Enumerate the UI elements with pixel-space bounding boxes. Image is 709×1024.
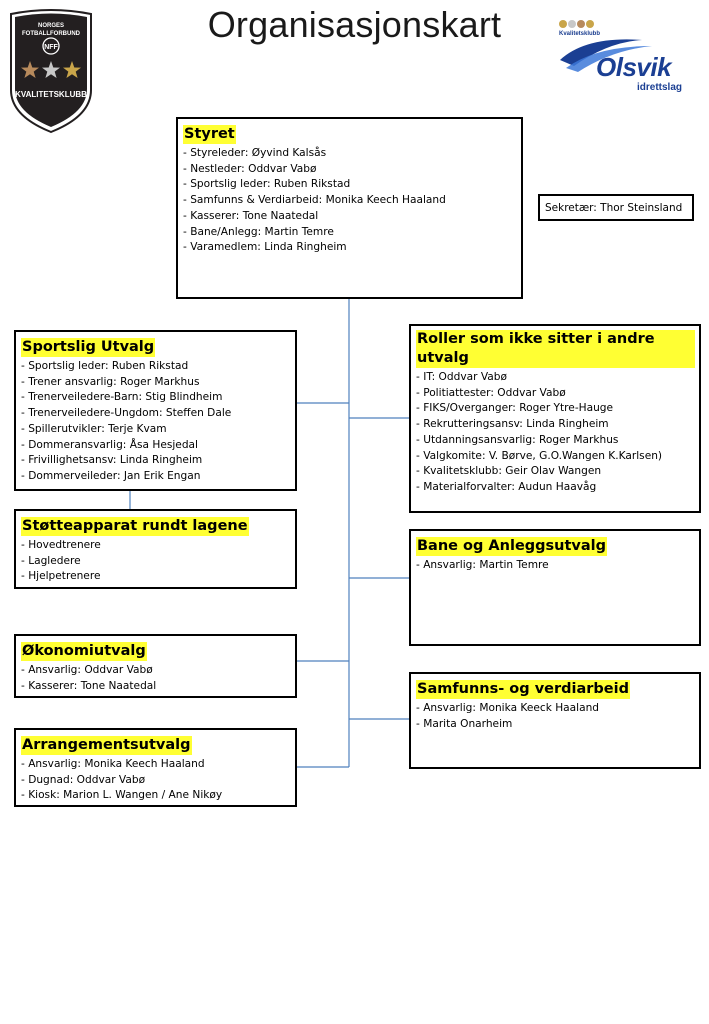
badge-monogram: NFF bbox=[44, 44, 58, 51]
list-item: - Lagledere bbox=[21, 554, 81, 567]
bane-anleggsutvalg-title: Bane og Anleggsutvalg bbox=[416, 537, 608, 556]
stotteapparat-list: - Hovedtrenere - Lagledere - Hjelpetrene… bbox=[21, 538, 291, 585]
roller-title: Roller som ikke sitter i andre utvalg bbox=[416, 330, 695, 368]
list-item: - Nestleder: Oddvar Vabø bbox=[183, 162, 317, 175]
list-item: - Dugnad: Oddvar Vabø bbox=[21, 773, 146, 786]
list-item: - Kasserer: Tone Naatedal bbox=[183, 209, 319, 222]
olsvik-name: Olsvik bbox=[596, 52, 672, 82]
okonomiutvalg-list: - Ansvarlig: Oddvar Vabø - Kasserer: Ton… bbox=[21, 663, 291, 694]
list-item: - Utdanningsansvarlig: Roger Markhus bbox=[416, 433, 619, 446]
list-item: - Trener ansvarlig: Roger Markhus bbox=[21, 375, 200, 388]
list-item: - Hjelpetrenere bbox=[21, 570, 101, 583]
list-item: - Frivillighetsansv: Linda Ringheim bbox=[21, 454, 203, 467]
list-item: - Ansvarlig: Oddvar Vabø bbox=[21, 664, 153, 676]
list-item: - Dommeransvarlig: Åsa Hesjedal bbox=[21, 438, 198, 451]
roller-box: Roller som ikke sitter i andre utvalg - … bbox=[409, 324, 701, 513]
list-item: - Materialforvalter: Audun Haavåg bbox=[416, 480, 597, 493]
styret-box: Styret - Styreleder: Øyvind Kalsås - Nes… bbox=[176, 117, 523, 299]
bane-anleggsutvalg-box: Bane og Anleggsutvalg - Ansvarlig: Marti… bbox=[409, 529, 701, 646]
kk-star-icon-3 bbox=[577, 20, 585, 28]
badge-top-line2: FOTBALLFORBUND bbox=[22, 31, 81, 37]
styret-member-list: - Styreleder: Øyvind Kalsås - Nestleder:… bbox=[183, 146, 517, 256]
samfunn-verdiarbeid-box: Samfunns- og verdiarbeid - Ansvarlig: Mo… bbox=[409, 672, 701, 769]
olsvik-logo bbox=[559, 20, 652, 72]
list-item: - Kvalitetsklubb: Geir Olav Wangen bbox=[416, 465, 602, 478]
list-item: - Ansvarlig: Martin Temre bbox=[416, 559, 549, 571]
kvalitetsklubb-small-label: Kvalitetsklubb bbox=[559, 31, 601, 37]
star-gold-icon bbox=[63, 61, 81, 78]
star-silver-icon bbox=[42, 61, 60, 78]
list-item: - Ansvarlig: Monika Keeck Haaland bbox=[416, 702, 600, 714]
nff-kvalitetsklubb-badge: NORGES FOTBALLFORBUND NFF KVALITETSKLUBB bbox=[10, 9, 92, 134]
arrangementsutvalg-box: Arrangementsutvalg - Ansvarlig: Monika K… bbox=[14, 728, 297, 807]
list-item: - Dommerveileder: Jan Erik Engan bbox=[21, 469, 201, 482]
sportslig-utvalg-list: - Sportslig leder: Ruben Rikstad - Trene… bbox=[21, 359, 291, 485]
okonomiutvalg-title: Økonomiutvalg bbox=[21, 642, 147, 661]
list-item: - Sportslig leder: Ruben Rikstad bbox=[21, 360, 189, 372]
nff-monogram-icon bbox=[42, 37, 60, 55]
list-item: - Ansvarlig: Monika Keech Haaland bbox=[21, 758, 205, 770]
kk-star-icon-4 bbox=[586, 20, 594, 28]
list-item: - Politiattester: Oddvar Vabø bbox=[416, 386, 566, 399]
list-item: - IT: Oddvar Vabø bbox=[416, 371, 507, 383]
badge-bottom-text: KVALITETSKLUBB bbox=[15, 90, 87, 99]
list-item: - Trenerveiledere-Ungdom: Steffen Dale bbox=[21, 407, 232, 420]
list-item: - Hovedtrenere bbox=[21, 539, 101, 551]
bane-anleggsutvalg-list: - Ansvarlig: Martin Temre bbox=[416, 558, 695, 574]
styret-title: Styret bbox=[183, 125, 236, 144]
olsvik-subtitle: idrettslag bbox=[637, 82, 683, 93]
sportslig-utvalg-title: Sportslig Utvalg bbox=[21, 338, 156, 357]
list-item: - Kasserer: Tone Naatedal bbox=[21, 679, 157, 692]
list-item: - Samfunns & Verdiarbeid: Monika Keech H… bbox=[183, 194, 446, 207]
list-item: - FIKS/Overganger: Roger Ytre-Hauge bbox=[416, 402, 614, 415]
list-item: - Styreleder: Øyvind Kalsås bbox=[183, 147, 327, 159]
arrangementsutvalg-list: - Ansvarlig: Monika Keech Haaland - Dugn… bbox=[21, 757, 291, 804]
samfunn-verdiarbeid-list: - Ansvarlig: Monika Keeck Haaland - Mari… bbox=[416, 701, 695, 732]
stotteapparat-box: Støtteapparat rundt lagene - Hovedtrener… bbox=[14, 509, 297, 589]
sportslig-utvalg-box: Sportslig Utvalg - Sportslig leder: Rube… bbox=[14, 330, 297, 491]
okonomiutvalg-box: Økonomiutvalg - Ansvarlig: Oddvar Vabø -… bbox=[14, 634, 297, 698]
list-item: - Kiosk: Marion L. Wangen / Ane Nikøy bbox=[21, 789, 223, 802]
list-item: - Valgkomite: V. Børve, G.O.Wangen K.Kar… bbox=[416, 449, 663, 462]
list-item: - Marita Onarheim bbox=[416, 717, 513, 730]
list-item: - Varamedlem: Linda Ringheim bbox=[183, 241, 347, 254]
badge-top-line1: NORGES bbox=[38, 23, 64, 29]
list-item: - Sportslig leder: Ruben Rikstad bbox=[183, 178, 351, 191]
kk-star-icon-2 bbox=[568, 20, 576, 28]
samfunn-verdiarbeid-title: Samfunns- og verdiarbeid bbox=[416, 680, 630, 699]
kk-star-icon-1 bbox=[559, 20, 567, 28]
list-item: - Trenerveiledere-Barn: Stig Blindheim bbox=[21, 391, 223, 404]
olsvik-swoosh-icon bbox=[560, 39, 642, 66]
stotteapparat-title: Støtteapparat rundt lagene bbox=[21, 517, 249, 536]
list-item: - Spillerutvikler: Terje Kvam bbox=[21, 422, 167, 435]
roller-list: - IT: Oddvar Vabø - Politiattester: Oddv… bbox=[416, 370, 695, 496]
arrangementsutvalg-title: Arrangementsutvalg bbox=[21, 736, 192, 755]
star-bronze-icon bbox=[21, 61, 39, 78]
list-item: - Rekrutteringsansv: Linda Ringheim bbox=[416, 418, 609, 431]
list-item: - Bane/Anlegg: Martin Temre bbox=[183, 225, 334, 238]
page-title: Organisasjonskart bbox=[207, 4, 502, 45]
sekretaer-box: Sekretær: Thor Steinsland bbox=[538, 194, 694, 221]
